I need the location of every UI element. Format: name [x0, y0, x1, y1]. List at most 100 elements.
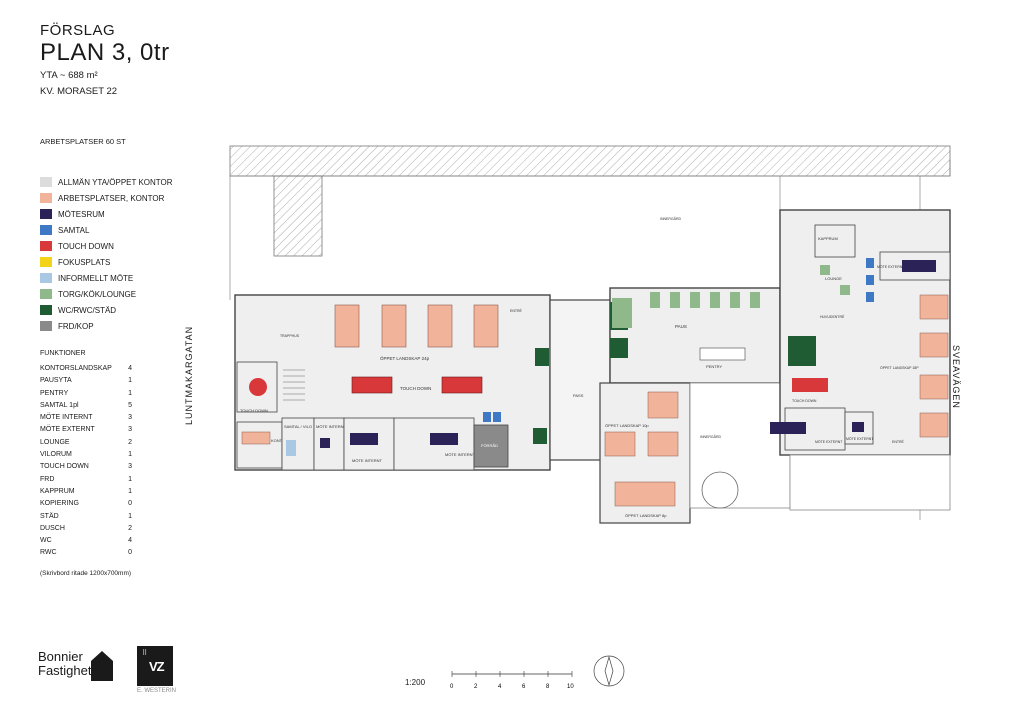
kontor-room — [236, 421, 283, 469]
legend-label: MÖTESRUM — [58, 209, 105, 219]
legend-item: ARBETSPLATSER, KONTOR — [40, 190, 173, 206]
function-count: 1 — [128, 487, 132, 495]
proposal-kicker: FÖRSLAG — [40, 22, 116, 39]
legend-label: ALLMÄN YTA/ÖPPET KONTOR — [58, 177, 173, 187]
legend-item: MÖTESRUM — [40, 206, 173, 222]
samtal-booth-5 — [866, 292, 874, 302]
desk-clusters-18p — [919, 294, 949, 438]
legend-swatch — [40, 321, 52, 331]
legend-item: WC/RWC/STÄD — [40, 302, 173, 318]
desk-note: (Skrivbord ritade 1200x700mm) — [40, 570, 132, 577]
floor-plan: ÖPPET LANDSKAP 24p TOUCH DOWN TOUCH DOWN… — [229, 145, 951, 524]
function-count: 1 — [128, 389, 132, 397]
scale-tick-label: 0 — [450, 684, 454, 690]
room-label-samtal-vilo: SAMTAL / VILO — [284, 424, 312, 429]
scale-label: 1:200 — [405, 678, 426, 687]
forrad-room — [473, 424, 509, 468]
function-count: 4 — [128, 537, 132, 545]
legend-label: FRD/KOP — [58, 321, 94, 331]
bonnier-logo: Bonnier Fastigheter — [38, 650, 103, 678]
function-name: RWC — [40, 549, 57, 557]
legend: ALLMÄN YTA/ÖPPET KONTOR ARBETSPLATSER, K… — [40, 174, 173, 334]
room-label-mote-internt: MÖTE INTERNT — [316, 424, 347, 429]
function-name: KAPPRUM — [40, 487, 75, 495]
scale-tick-label: 4 — [498, 684, 502, 690]
room-label-landskap-18: ÖPPET LANDSKAP 18P — [880, 366, 919, 370]
room-label-pentry: PENTRY — [706, 364, 722, 369]
pentry-counter — [699, 347, 746, 361]
samtal-booth-4 — [866, 275, 874, 285]
room-label-landskap-10: ÖPPET LANDSKAP 10p — [605, 423, 649, 428]
function-count: 2 — [128, 438, 132, 446]
desk-clusters-24p — [334, 304, 499, 348]
legend-label: WC/RWC/STÄD — [58, 305, 117, 315]
bonnier-logo-line2: Fastigheter — [38, 663, 104, 678]
scale-ticks — [451, 671, 573, 677]
legend-label: TOUCH DOWN — [58, 241, 114, 251]
north-arrow-icon — [593, 655, 625, 687]
function-name: MÖTE INTERNT — [40, 414, 93, 422]
room-label-mote-externt: MÖTE EXTERNT — [877, 265, 905, 269]
samtal-sofa — [286, 440, 296, 456]
room-label-kapprum: KAPPRUM — [818, 236, 838, 241]
touchdown-table-2 — [441, 376, 483, 394]
room-label-innergard-2: INNERGÅRD — [660, 216, 681, 221]
hatched-block-left — [273, 175, 323, 257]
desk-cluster-8p — [614, 481, 676, 507]
legend-label: SAMTAL — [58, 225, 90, 235]
function-name: PENTRY — [40, 389, 69, 397]
function-count: 3 — [128, 426, 132, 434]
legend-swatch — [40, 193, 52, 203]
desk-cluster-10p-a — [647, 391, 679, 419]
legend-label: INFORMELLT MÖTE — [58, 273, 134, 283]
scale-tick-label: 2 — [474, 684, 478, 690]
stair-west — [283, 369, 305, 401]
legend-swatch — [40, 177, 52, 187]
function-count: 1 — [128, 475, 132, 483]
room-label-entre-2: ENTRÉ — [892, 439, 905, 444]
scale-tick-label: 10 — [567, 684, 574, 690]
bonnier-logo-line1: Bonnier — [38, 649, 83, 664]
wc-room-5 — [788, 336, 816, 366]
function-row: RWC 0 — [40, 547, 132, 559]
room-label-landskap-8: ÖPPET LANDSKAP 8p — [625, 513, 667, 518]
samtal-booth-2 — [493, 412, 501, 422]
mote-internt-table-1 — [320, 438, 330, 448]
plan-title: PLAN 3, 0tr — [40, 39, 170, 66]
function-row: PENTRY 1 — [40, 388, 132, 400]
function-name: PAUSYTA — [40, 377, 72, 385]
touchdown-table-1 — [351, 376, 393, 394]
vz-subtitle: E. WESTERIN — [137, 688, 177, 694]
desk-cluster-10p-b — [604, 431, 636, 457]
wc-room-1 — [535, 348, 549, 366]
function-name: VILORUM — [40, 451, 72, 459]
pause-lounge-seats — [612, 292, 760, 328]
legend-swatch — [40, 225, 52, 235]
legend-swatch — [40, 257, 52, 267]
function-name: DUSCH — [40, 524, 65, 532]
function-count: 0 — [128, 549, 132, 557]
room-label-touchdown-east: TOUCH DOWN — [792, 399, 817, 403]
function-name: KOPIERING — [40, 500, 79, 508]
room-label-mote-externt-2: MÖTE EXTERNT — [815, 440, 843, 444]
hatched-band-top — [229, 145, 951, 177]
function-name: FRD — [40, 475, 55, 483]
function-count: 5 — [128, 401, 132, 409]
room-label-mote-internt-2: MÖTE INTERNT — [352, 458, 383, 463]
touchdown-round-table — [249, 378, 267, 396]
mote-externt-table-3 — [852, 422, 864, 432]
property-text: KV. MORASET 22 — [40, 86, 118, 97]
samtal-booth — [483, 412, 491, 422]
desk-cluster-10p-c — [647, 431, 679, 457]
wc-room-4 — [533, 428, 547, 444]
function-name: STÄD — [40, 512, 59, 520]
legend-item: ALLMÄN YTA/ÖPPET KONTOR — [40, 174, 173, 190]
function-row: KAPPRUM 1 — [40, 486, 132, 498]
